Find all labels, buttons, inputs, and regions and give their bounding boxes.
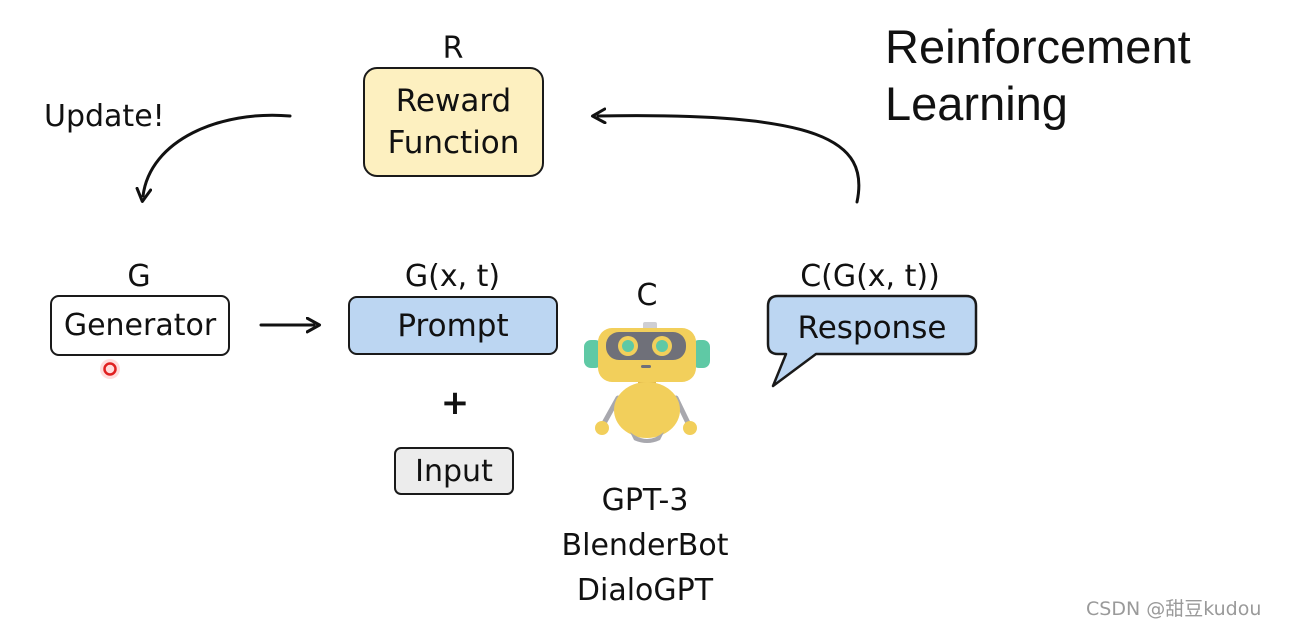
- update-label: Update!: [44, 99, 165, 134]
- reward-symbol: R: [442, 31, 464, 66]
- reward-function-box: Reward Function: [363, 67, 544, 177]
- model-list: GPT-3 BlenderBot DialoGPT: [540, 478, 750, 613]
- generator-box: Generator: [50, 295, 230, 356]
- prompt-symbol: G(x, t): [404, 259, 501, 294]
- prompt-box: Prompt: [348, 296, 558, 355]
- model-blenderbot: BlenderBot: [561, 528, 729, 563]
- model-dialogpt: DialoGPT: [576, 573, 714, 608]
- generator-label: Generator: [63, 308, 217, 343]
- generator-symbol: G: [127, 259, 151, 294]
- reward-line-2: Function: [387, 125, 520, 161]
- title-line-1: Reinforcement: [885, 20, 1191, 73]
- model-gpt3: GPT-3: [601, 483, 689, 518]
- response-label: Response: [797, 310, 947, 346]
- robot-icon: [584, 322, 710, 443]
- plus-sign: +: [440, 383, 470, 423]
- cursor-marker: [100, 359, 120, 379]
- diagram-title: Reinforcement Learning: [885, 18, 1191, 132]
- update-arrow: [143, 113, 292, 196]
- title-line-2: Learning: [885, 77, 1068, 130]
- feedback-arrow: [598, 116, 861, 204]
- reward-line-1: Reward: [395, 83, 512, 119]
- response-symbol: C(G(x, t)): [800, 259, 940, 294]
- prompt-label: Prompt: [397, 307, 509, 344]
- watermark: CSDN @甜豆kudou: [1086, 598, 1262, 620]
- input-box: Input: [394, 447, 514, 495]
- chatbot-symbol: C: [636, 278, 658, 313]
- input-label: Input: [415, 453, 493, 489]
